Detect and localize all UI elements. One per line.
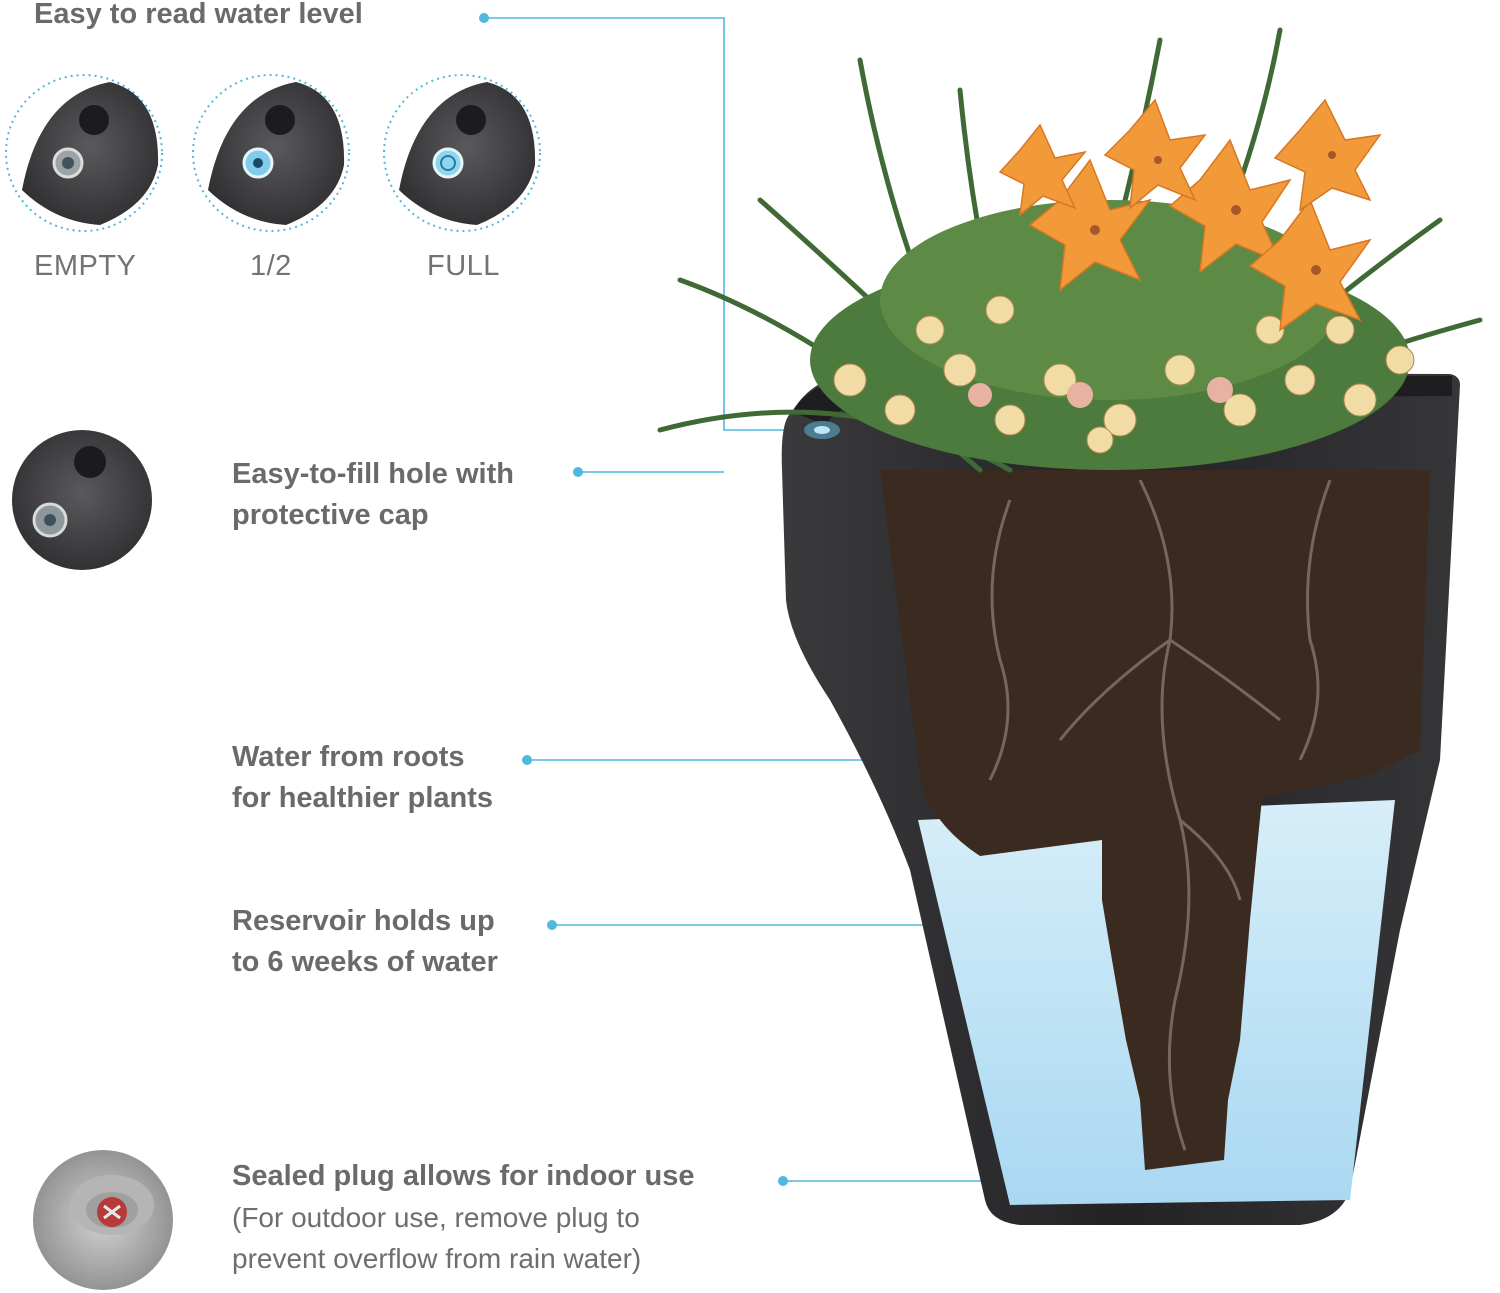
reservoir-line-2: to 6 weeks of water <box>232 946 498 978</box>
dot-plug <box>778 1176 788 1186</box>
roots-line-1: Water from roots <box>232 741 465 773</box>
indicator-half <box>192 74 350 232</box>
planter <box>781 372 1460 1225</box>
fill-hole-disc <box>12 430 152 570</box>
fill-hole-label: Easy-to-fill hole with protective cap <box>232 454 514 536</box>
fill-hole-line-1: Easy-to-fill hole with <box>232 458 514 490</box>
dot-reservoir <box>547 920 557 930</box>
indicator-empty <box>5 74 163 232</box>
leader-water-level <box>484 17 822 431</box>
plug-line-3: prevent overflow from rain water) <box>232 1243 642 1274</box>
roots-line-2: for healthier plants <box>232 782 494 814</box>
callout-dots <box>479 13 788 1186</box>
plug-line-2: (For outdoor use, remove plug to <box>232 1202 640 1233</box>
level-label-half: 1/2 <box>250 250 292 282</box>
reservoir-label: Reservoir holds up to 6 weeks of water <box>232 901 498 983</box>
fill-hole-line-2: protective cap <box>232 499 429 531</box>
indicator-full <box>383 74 541 232</box>
plug-line-1: Sealed plug allows for indoor use <box>232 1160 695 1192</box>
level-label-full: FULL <box>427 250 500 282</box>
water-level-title: Easy to read water level <box>34 0 363 30</box>
roots-label: Water from roots for healthier plants <box>232 737 493 819</box>
roots <box>988 479 1332 1151</box>
dot-water-level <box>479 13 489 23</box>
level-label-empty: EMPTY <box>34 250 137 282</box>
dot-fill-hole <box>573 467 583 477</box>
reservoir-line-1: Reservoir holds up <box>232 905 495 937</box>
dot-roots <box>522 755 532 765</box>
plug-label: Sealed plug allows for indoor use (For o… <box>232 1156 694 1279</box>
sealed-plug-disc <box>33 1150 173 1290</box>
plant-foliage <box>657 27 1483 473</box>
